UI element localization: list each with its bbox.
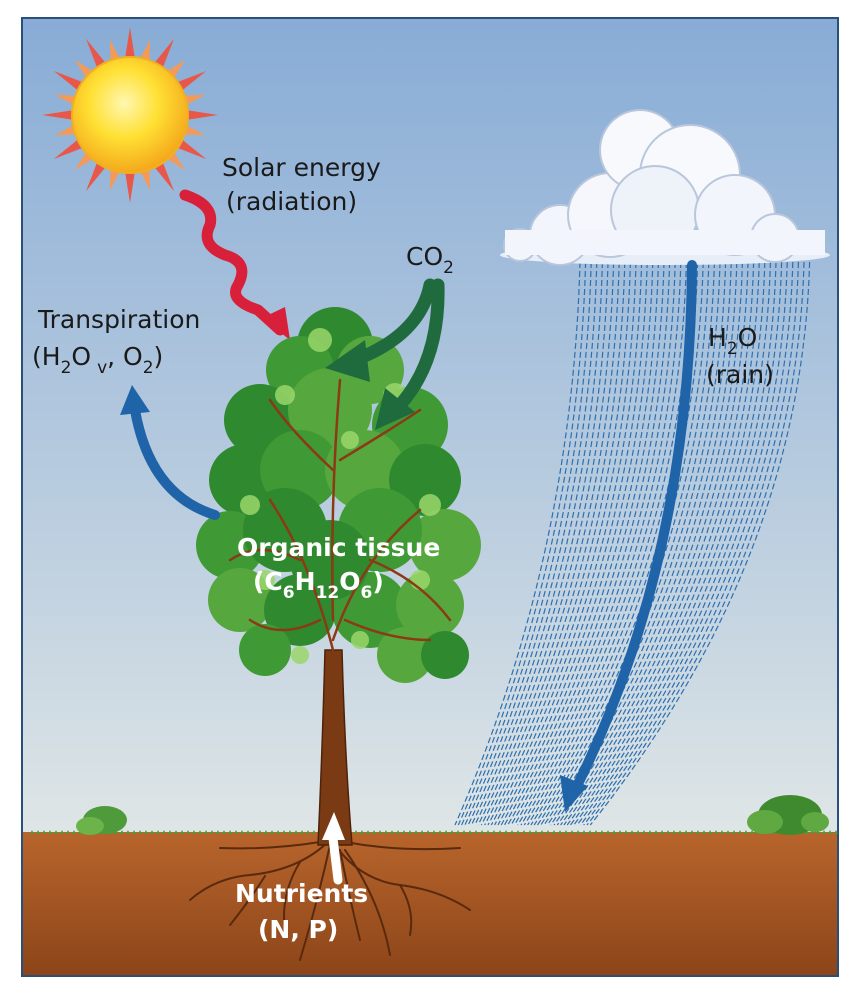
transpiration-arrow [130,405,220,520]
co2-arrow-1 [348,278,437,367]
tree-trunk [317,649,353,846]
organic-formula: (C6H12O6) [253,567,384,603]
co2-arrow-2-head [375,388,415,430]
tree-roots [189,839,471,961]
rain-streaks [454,261,811,826]
soil [23,832,837,975]
bush-left [76,806,127,835]
solar-arrow-head [262,307,290,340]
solar-energy-arrow [179,189,286,336]
sun-icon [42,27,218,203]
nutrients-np-label: (N, P) [258,915,338,944]
h2o-label: H2O [708,323,757,359]
rain-arrow [570,260,697,795]
transpiration-arrow-head [120,385,150,415]
bush-right [747,795,829,835]
frame-border [21,17,839,977]
transpiration-label: Transpiration [37,305,200,334]
solar-energy-label: Solar energy [222,153,381,182]
radiation-label: (radiation) [226,187,357,216]
rain-arrow-head [560,775,588,812]
cloud-icon [500,109,830,266]
co2-label: CO2 [406,242,454,278]
nutrients-arrow [328,833,343,885]
organic-tissue-label: Organic tissue [237,533,440,562]
nutrients-arrow-head [322,812,345,840]
nutrients-label: Nutrients [235,879,368,908]
co2-arrow-2 [393,278,445,412]
co2-arrow-1-head [325,340,370,382]
rain-label: (rain) [706,360,774,389]
